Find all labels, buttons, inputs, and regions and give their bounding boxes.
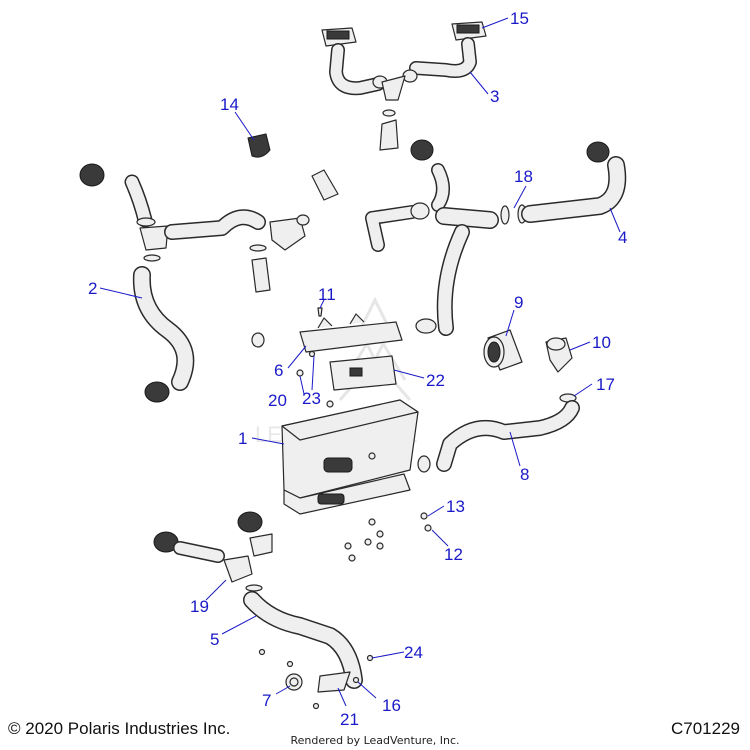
rendered-by-credit: Rendered by LeadVenture, Inc. bbox=[290, 734, 460, 747]
callout-11: 11 bbox=[318, 285, 336, 304]
callout-18: 18 bbox=[514, 167, 533, 186]
bracket-21[interactable] bbox=[317, 671, 351, 693]
intake-duct-4[interactable] bbox=[521, 156, 627, 223]
screws-lower bbox=[258, 648, 320, 710]
callout-12: 12 bbox=[444, 545, 463, 564]
callout-16: 16 bbox=[382, 696, 401, 715]
callout-2: 2 bbox=[88, 279, 97, 298]
seal-ring bbox=[417, 455, 431, 473]
screw-11[interactable] bbox=[317, 307, 323, 317]
intake-duct-3[interactable] bbox=[329, 37, 477, 151]
intake-duct-5[interactable] bbox=[243, 591, 363, 689]
callout-numbers: 15 3 14 18 4 2 11 9 10 6 22 17 23 20 1 8… bbox=[88, 9, 627, 729]
callout-14: 14 bbox=[220, 95, 239, 114]
heat-shield-22[interactable] bbox=[329, 355, 397, 391]
small-grommet bbox=[251, 332, 265, 348]
callout-1: 1 bbox=[238, 429, 247, 448]
callout-3: 3 bbox=[490, 87, 499, 106]
callout-4: 4 bbox=[618, 228, 627, 247]
callout-6: 6 bbox=[274, 361, 283, 380]
intake-duct-8[interactable] bbox=[436, 400, 580, 472]
duct-cap-lower-2[interactable] bbox=[237, 511, 263, 533]
copyright-text: © 2020 Polaris Industries Inc. bbox=[8, 719, 231, 738]
leader-lines bbox=[99, 17, 621, 707]
callout-13: 13 bbox=[446, 497, 465, 516]
duct-cap-upper-right[interactable] bbox=[410, 139, 434, 161]
intake-duct-2[interactable] bbox=[132, 266, 195, 391]
callout-22: 22 bbox=[426, 371, 445, 390]
callout-10: 10 bbox=[592, 333, 611, 352]
callout-19: 19 bbox=[190, 597, 209, 616]
callout-17: 17 bbox=[596, 375, 615, 394]
grommet-7[interactable] bbox=[285, 673, 303, 691]
duct-cap-lower-left[interactable] bbox=[144, 381, 170, 403]
screw-24[interactable] bbox=[366, 654, 374, 662]
elbow-19[interactable] bbox=[173, 533, 273, 592]
filter-9[interactable] bbox=[483, 329, 523, 371]
callout-23: 23 bbox=[302, 389, 321, 408]
callout-15: 15 bbox=[510, 9, 529, 28]
intake-box-left[interactable] bbox=[321, 27, 357, 47]
washer-23[interactable] bbox=[308, 350, 316, 358]
callout-21: 21 bbox=[340, 710, 359, 729]
duct-cap-left[interactable] bbox=[79, 163, 105, 187]
callout-5: 5 bbox=[210, 630, 219, 649]
intake-box-right-15[interactable] bbox=[451, 21, 487, 41]
duct-cap-14[interactable] bbox=[247, 133, 271, 158]
intake-duct-center-right[interactable] bbox=[365, 163, 499, 336]
diagram-id: C701229 bbox=[670, 719, 740, 738]
fitting-10[interactable] bbox=[545, 337, 573, 373]
intake-duct-left-assembly[interactable] bbox=[124, 169, 339, 293]
hardware-set bbox=[344, 518, 384, 562]
airbox-1[interactable] bbox=[281, 399, 419, 515]
bracket-6[interactable] bbox=[299, 313, 403, 353]
hardware-12[interactable] bbox=[424, 524, 432, 532]
callout-20: 20 bbox=[268, 391, 287, 410]
hardware-13[interactable] bbox=[420, 512, 428, 520]
callout-24: 24 bbox=[404, 643, 423, 662]
callout-8: 8 bbox=[520, 465, 529, 484]
nut-20[interactable] bbox=[296, 369, 304, 377]
callout-7: 7 bbox=[262, 691, 271, 710]
duct-cap-far-right[interactable] bbox=[586, 141, 610, 163]
callout-9: 9 bbox=[514, 293, 523, 312]
screw-16[interactable] bbox=[352, 676, 360, 684]
